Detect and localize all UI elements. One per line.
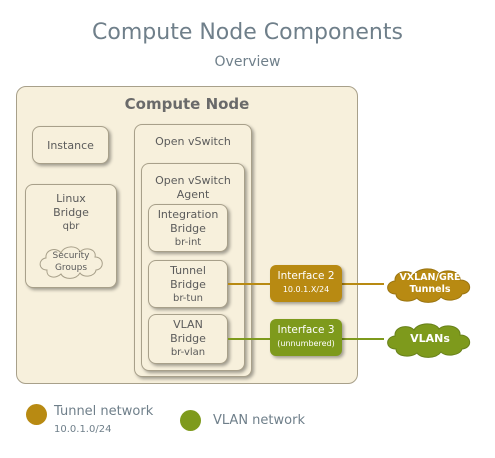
- compute-node-title: Compute Node: [124, 95, 250, 113]
- vlan-legend-label: VLAN network: [213, 413, 305, 428]
- interface2-name: Interface 2: [277, 270, 335, 282]
- tunnel-legend-dot: [26, 404, 47, 425]
- diagram-subtitle: Overview: [214, 54, 281, 70]
- security-groups-line2: Groups: [54, 263, 88, 273]
- tunnel-bridge-label: Tunnel Bridge br-tun: [148, 264, 228, 306]
- vlan-bridge-line3: br-vlan: [170, 347, 206, 358]
- vlan-bridge-box: [148, 314, 228, 364]
- ovs-agent-line1: Open vSwitch: [155, 174, 231, 187]
- tunnels-cloud-label: VXLAN/GRE Tunnels: [380, 272, 480, 296]
- vlan-bridge-line2: Bridge: [170, 332, 206, 345]
- security-groups-cloud-icon: [39, 246, 103, 279]
- integration-bridge-box: [148, 204, 228, 252]
- interface3-address: (unnumbered): [277, 339, 335, 348]
- tunnels-cloud-line2: Tunnels: [409, 284, 451, 295]
- linux-bridge-line1: Linux: [56, 192, 86, 205]
- tunnel-bridge-line2: Bridge: [170, 278, 206, 291]
- diagram-title: Compute Node Components: [92, 20, 403, 45]
- integration-bridge-line1: Integration: [157, 208, 219, 221]
- vlans-cloud-label: VLANs: [410, 332, 450, 345]
- interface3-name: Interface 3: [277, 324, 335, 336]
- tunnels-cloud-line1: VXLAN/GRE: [399, 272, 461, 283]
- linux-bridge-label: Linux Bridge qbr: [25, 192, 117, 234]
- ovs-agent-line2: Agent: [176, 188, 210, 201]
- interface3-box: Interface 3 (unnumbered): [270, 319, 342, 356]
- vlan-bridge-label: VLAN Bridge br-vlan: [148, 318, 228, 360]
- integration-bridge-label: Integration Bridge br-int: [148, 208, 228, 250]
- vlan-legend-dot: [180, 410, 201, 431]
- interface2-box: Interface 2 10.0.1.X/24: [270, 265, 342, 302]
- ovs-agent-label: Open vSwitch Agent: [141, 174, 245, 202]
- integration-bridge-line2: Bridge: [170, 222, 206, 235]
- interface2-address: 10.0.1.X/24: [282, 285, 330, 294]
- security-groups-label: Security Groups: [33, 250, 109, 274]
- linux-bridge-line3: qbr: [62, 221, 80, 232]
- tunnel-bridge-line1: Tunnel: [170, 264, 206, 277]
- instance-box: [32, 126, 109, 164]
- linux-bridge-line2: Bridge: [53, 206, 89, 219]
- instance-label: Instance: [47, 139, 94, 152]
- vlans-cloud-icon: [387, 323, 471, 358]
- tunnels-cloud-icon: [387, 268, 471, 303]
- tunnel-bridge-line3: br-tun: [172, 293, 204, 304]
- integration-bridge-line3: br-int: [174, 237, 202, 248]
- vlan-bridge-line1: VLAN: [173, 318, 203, 331]
- security-groups-line1: Security: [52, 251, 90, 261]
- tunnel-legend-subnet: 10.0.1.0/24: [54, 424, 112, 435]
- tunnel-legend-label: Tunnel network: [54, 404, 154, 419]
- tunnel-bridge-box: [148, 260, 228, 308]
- open-vswitch-label: Open vSwitch: [155, 135, 231, 148]
